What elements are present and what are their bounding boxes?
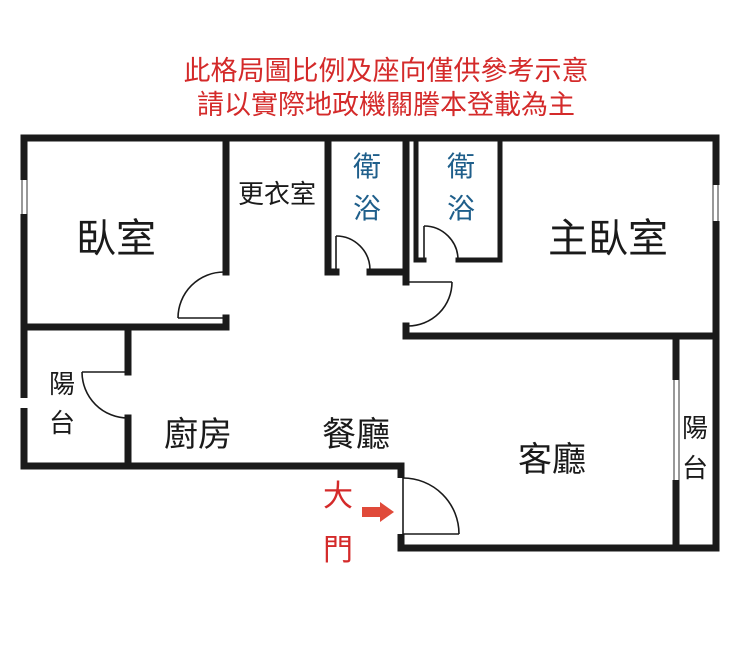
label-bedroom: 臥室 — [76, 216, 156, 262]
label-dining: 餐廳 — [322, 415, 390, 455]
doors — [81, 225, 460, 535]
label-master-bedroom: 主臥室 — [548, 216, 668, 262]
label-closet: 更衣室 — [238, 180, 316, 210]
entrance-arrow-icon — [362, 502, 394, 522]
notice-line-1: 此格局圖比例及座向僅供參考示意 — [184, 56, 589, 87]
label-entrance-2: 門 — [323, 533, 353, 568]
label-balcony-left-1: 陽 — [49, 370, 75, 400]
windows — [19, 180, 721, 534]
label-balcony-right-1: 陽 — [682, 414, 708, 444]
label-kitchen: 廚房 — [164, 415, 232, 455]
label-living: 客廳 — [518, 440, 586, 480]
notice-line-2: 請以實際地政機關謄本登載為主 — [197, 90, 575, 121]
label-entrance-1: 大 — [323, 479, 353, 514]
label-bath-left-2: 浴 — [353, 192, 381, 225]
label-balcony-left-2: 台 — [49, 409, 75, 439]
label-balcony-right-2: 台 — [682, 454, 708, 484]
label-bath-right-2: 浴 — [447, 192, 475, 225]
label-bath-right-1: 衛 — [447, 150, 475, 183]
label-bath-left-1: 衛 — [353, 150, 381, 183]
